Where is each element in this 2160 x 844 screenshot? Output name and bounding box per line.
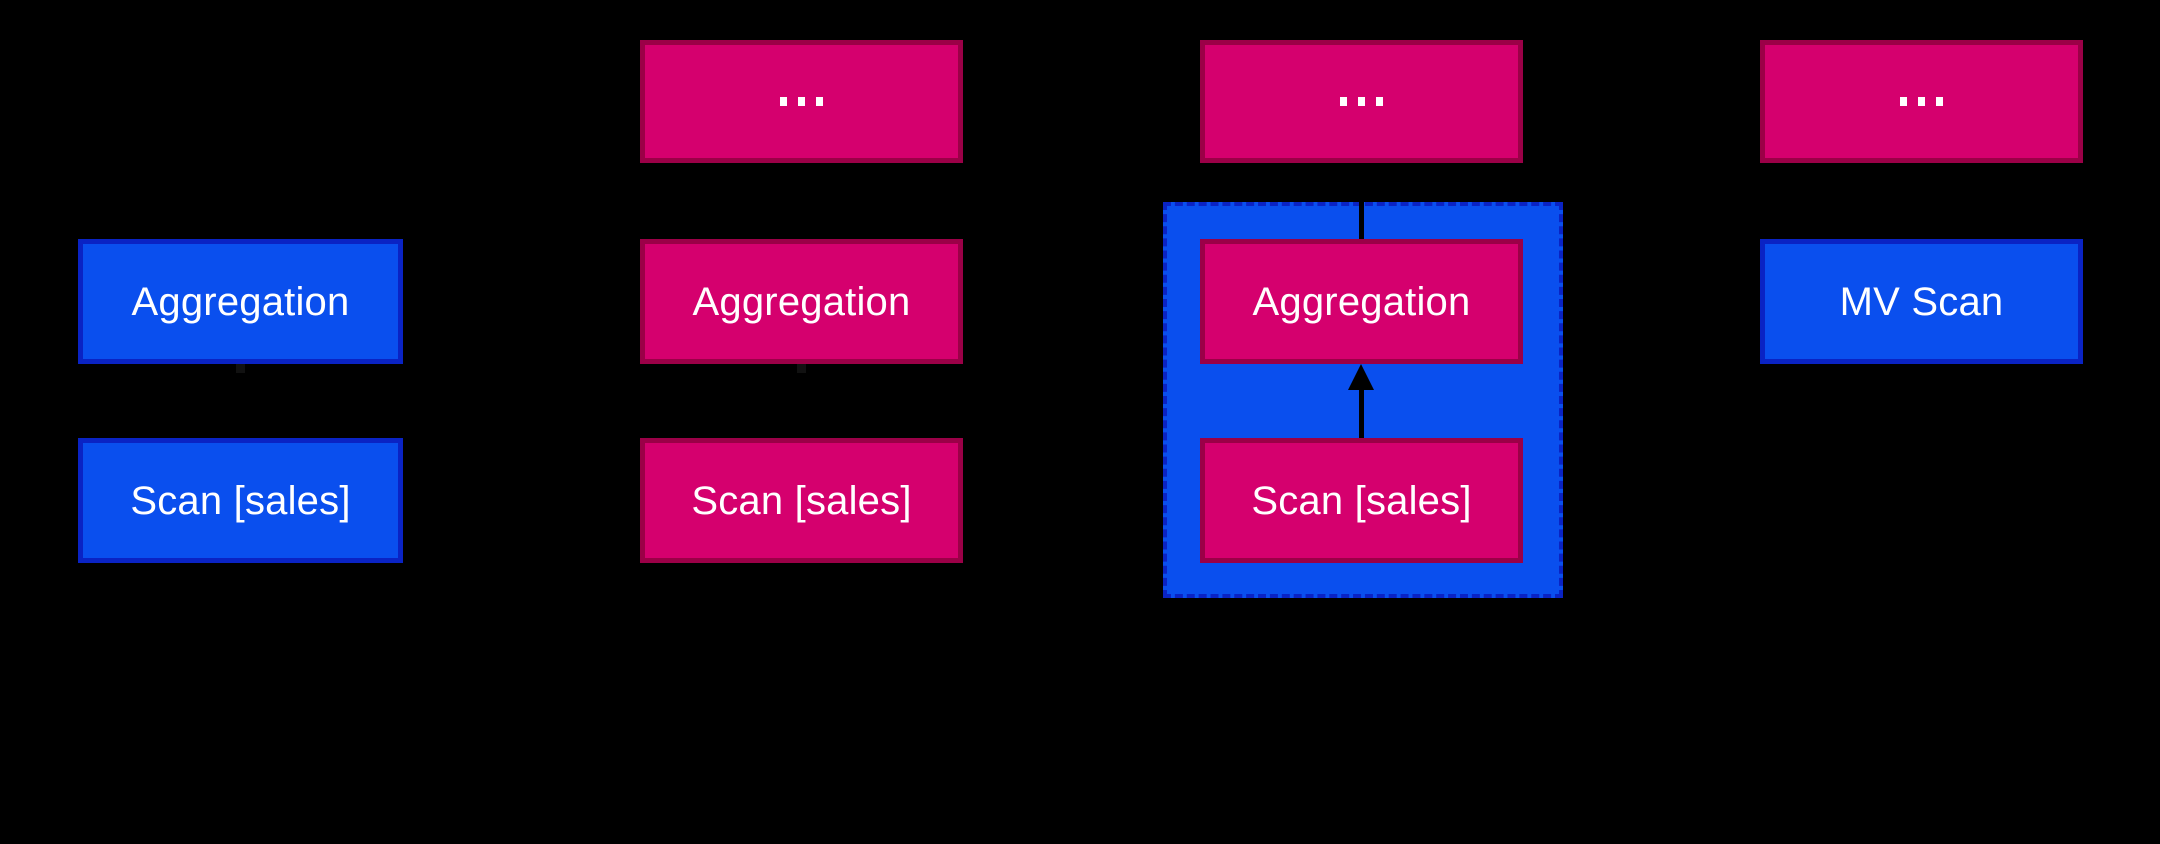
node-label: Aggregation bbox=[1252, 279, 1471, 324]
node-label: Aggregation bbox=[692, 279, 911, 324]
ellipsis-icon bbox=[1900, 97, 1943, 106]
node-c2-ellipsis[interactable]: ... bbox=[640, 40, 963, 163]
node-c4-mvscan[interactable]: MV Scan bbox=[1760, 239, 2083, 364]
ellipsis-icon bbox=[1340, 97, 1383, 106]
node-c3-aggregation[interactable]: Aggregation bbox=[1200, 239, 1523, 364]
node-c2-scan[interactable]: Scan [sales] bbox=[640, 438, 963, 563]
node-c3-ellipsis[interactable]: ... bbox=[1200, 40, 1523, 163]
edge-c3-main-line bbox=[1359, 385, 1364, 440]
node-c1-aggregation[interactable]: Aggregation bbox=[78, 239, 403, 364]
node-label: Scan [sales] bbox=[691, 478, 912, 523]
edge-c3-top-inside-panel bbox=[1359, 202, 1364, 242]
node-label: Scan [sales] bbox=[130, 478, 351, 523]
edge-c3-main-arrowhead bbox=[1348, 364, 1374, 390]
node-c2-aggregation[interactable]: Aggregation bbox=[640, 239, 963, 364]
node-label: MV Scan bbox=[1839, 279, 2004, 324]
node-label: Aggregation bbox=[131, 279, 350, 324]
node-c3-scan[interactable]: Scan [sales] bbox=[1200, 438, 1523, 563]
edge-stub-c2 bbox=[797, 364, 806, 373]
node-c1-scan[interactable]: Scan [sales] bbox=[78, 438, 403, 563]
edge-stub-c1 bbox=[236, 364, 245, 373]
ellipsis-icon bbox=[780, 97, 823, 106]
node-c4-ellipsis[interactable]: ... bbox=[1760, 40, 2083, 163]
node-label: Scan [sales] bbox=[1251, 478, 1472, 523]
